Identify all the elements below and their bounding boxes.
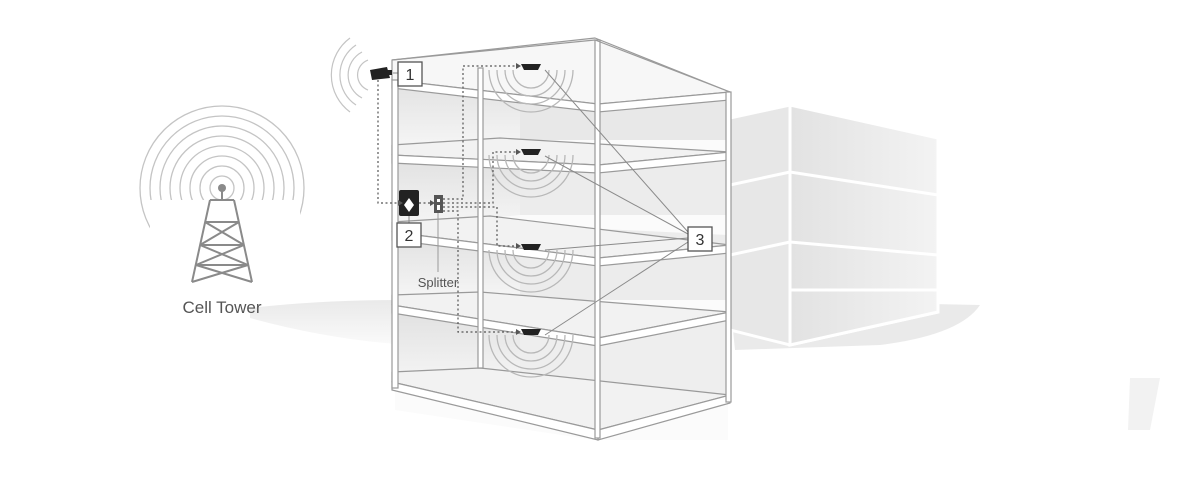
splitter-label: Splitter <box>418 275 459 290</box>
callout-2: 2 <box>396 216 422 248</box>
callout-number: 1 <box>406 67 415 84</box>
cable-runs <box>377 65 518 333</box>
cell-tower-icon <box>139 105 305 295</box>
callout-3: 3 <box>687 226 713 252</box>
callout-number: 3 <box>696 232 705 249</box>
main-building <box>391 37 732 441</box>
dome-antennas <box>488 64 574 378</box>
outdoor-antenna-icon <box>330 37 392 113</box>
cable-arrows <box>398 63 521 335</box>
callout-3-leaders <box>544 69 689 336</box>
splitter-icon <box>434 195 443 272</box>
callout-number: 2 <box>405 228 414 245</box>
dome-antenna-icon <box>488 64 574 113</box>
callout-1: 1 <box>393 61 423 87</box>
dome-antenna-icon <box>488 329 574 378</box>
dome-antenna-icon <box>488 149 574 198</box>
background-building <box>728 103 940 347</box>
amplifier-icon <box>399 190 419 216</box>
cell-tower-label: Cell Tower <box>182 298 261 317</box>
dome-antenna-icon <box>488 244 574 293</box>
